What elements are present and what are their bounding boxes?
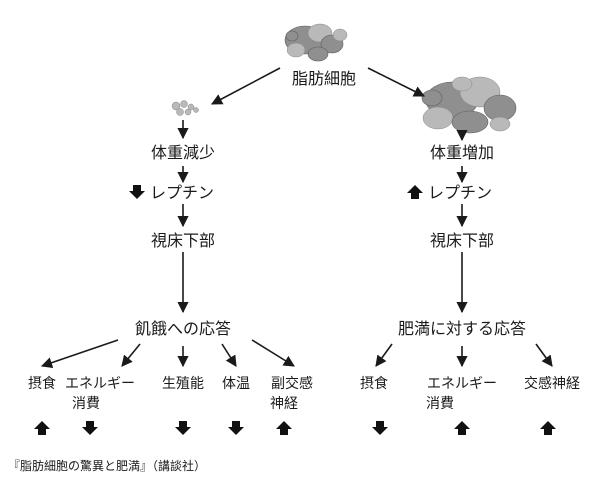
effect-r1-line2: 消費 (426, 396, 454, 412)
weight-loss-label: 体重減少 (151, 143, 215, 162)
effect-label-l1: エネルギー消費 (65, 376, 135, 412)
leptin-right-up-arrow (407, 185, 423, 199)
edge-l-para (251, 339, 295, 367)
hypothalamus-left-label: 視床下部 (151, 231, 215, 250)
effect-l4-line1: 副交感 (271, 375, 313, 392)
edge-l-energy (121, 343, 141, 367)
effect-r1-line1: エネルギー (427, 376, 497, 392)
effect-up-arrow (540, 421, 556, 435)
source-caption: 『脂肪細胞の驚異と肥満』（講談社） (8, 458, 206, 473)
effect-l2-line1: 生殖能 (162, 375, 204, 392)
effect-dir-l2 (175, 421, 191, 435)
edge-fat-to-loss (211, 67, 281, 105)
edge-l-temp (221, 343, 237, 367)
effect-down-arrow (228, 421, 244, 435)
hypothalamus-right-label: 視床下部 (430, 231, 494, 250)
effect-dir-l1 (82, 421, 98, 435)
starvation-response-label: 飢餓への応答 (135, 319, 231, 338)
fat-cell-cluster-small (171, 100, 199, 116)
effect-l0-line1: 摂食 (28, 375, 56, 392)
effect-r0-line1: 摂食 (360, 375, 388, 392)
fat-cell-cluster-top (284, 23, 348, 62)
effect-label-r0: 摂食 (360, 375, 388, 392)
effect-down-arrow (82, 421, 98, 435)
effect-dir-r0 (372, 421, 388, 435)
effect-down-arrow (372, 421, 388, 435)
fat-cell-cluster-large (421, 76, 517, 134)
effect-dir-l4 (276, 421, 292, 435)
effect-l3-line1: 体温 (222, 376, 250, 392)
leptin-left-down-arrow (129, 185, 145, 199)
effect-label-l3: 体温 (222, 376, 250, 392)
edge-r-symp (535, 343, 553, 367)
leptin-left-down-arrow (129, 185, 145, 199)
effect-r2-line1: 交感神経 (524, 375, 580, 392)
effect-up-arrow (454, 421, 470, 435)
effect-dir-r2 (540, 421, 556, 435)
effect-label-l2: 生殖能 (162, 375, 204, 392)
effect-label-r2: 交感神経 (524, 375, 580, 392)
effect-l1-line2: 消費 (72, 396, 100, 412)
effect-up-arrow (34, 421, 50, 435)
effect-dir-l3 (228, 421, 244, 435)
effect-label-l0: 摂食 (28, 375, 56, 392)
leptin-right-label: レプチン (428, 183, 492, 202)
effect-label-l4: 副交感神経 (270, 375, 313, 412)
edge-r-eat (375, 343, 393, 367)
effect-up-arrow (276, 421, 292, 435)
fat-cell-label: 脂肪細胞 (292, 69, 356, 88)
effect-dir-l0 (34, 421, 50, 435)
leptin-left-label: レプチン (150, 183, 214, 202)
obesity-response-label: 肥満に対する応答 (398, 319, 526, 338)
edge-l-eat (40, 339, 119, 369)
effect-l4-line2: 神経 (270, 396, 298, 412)
effect-dir-r1 (454, 421, 470, 435)
leptin-right-up-arrow (407, 185, 423, 199)
effect-l1-line1: エネルギー (65, 376, 135, 392)
effect-down-arrow (175, 421, 191, 435)
effect-label-r1: エネルギー消費 (426, 376, 497, 412)
edge-fat-to-gain (367, 67, 426, 97)
weight-gain-label: 体重増加 (430, 143, 494, 162)
